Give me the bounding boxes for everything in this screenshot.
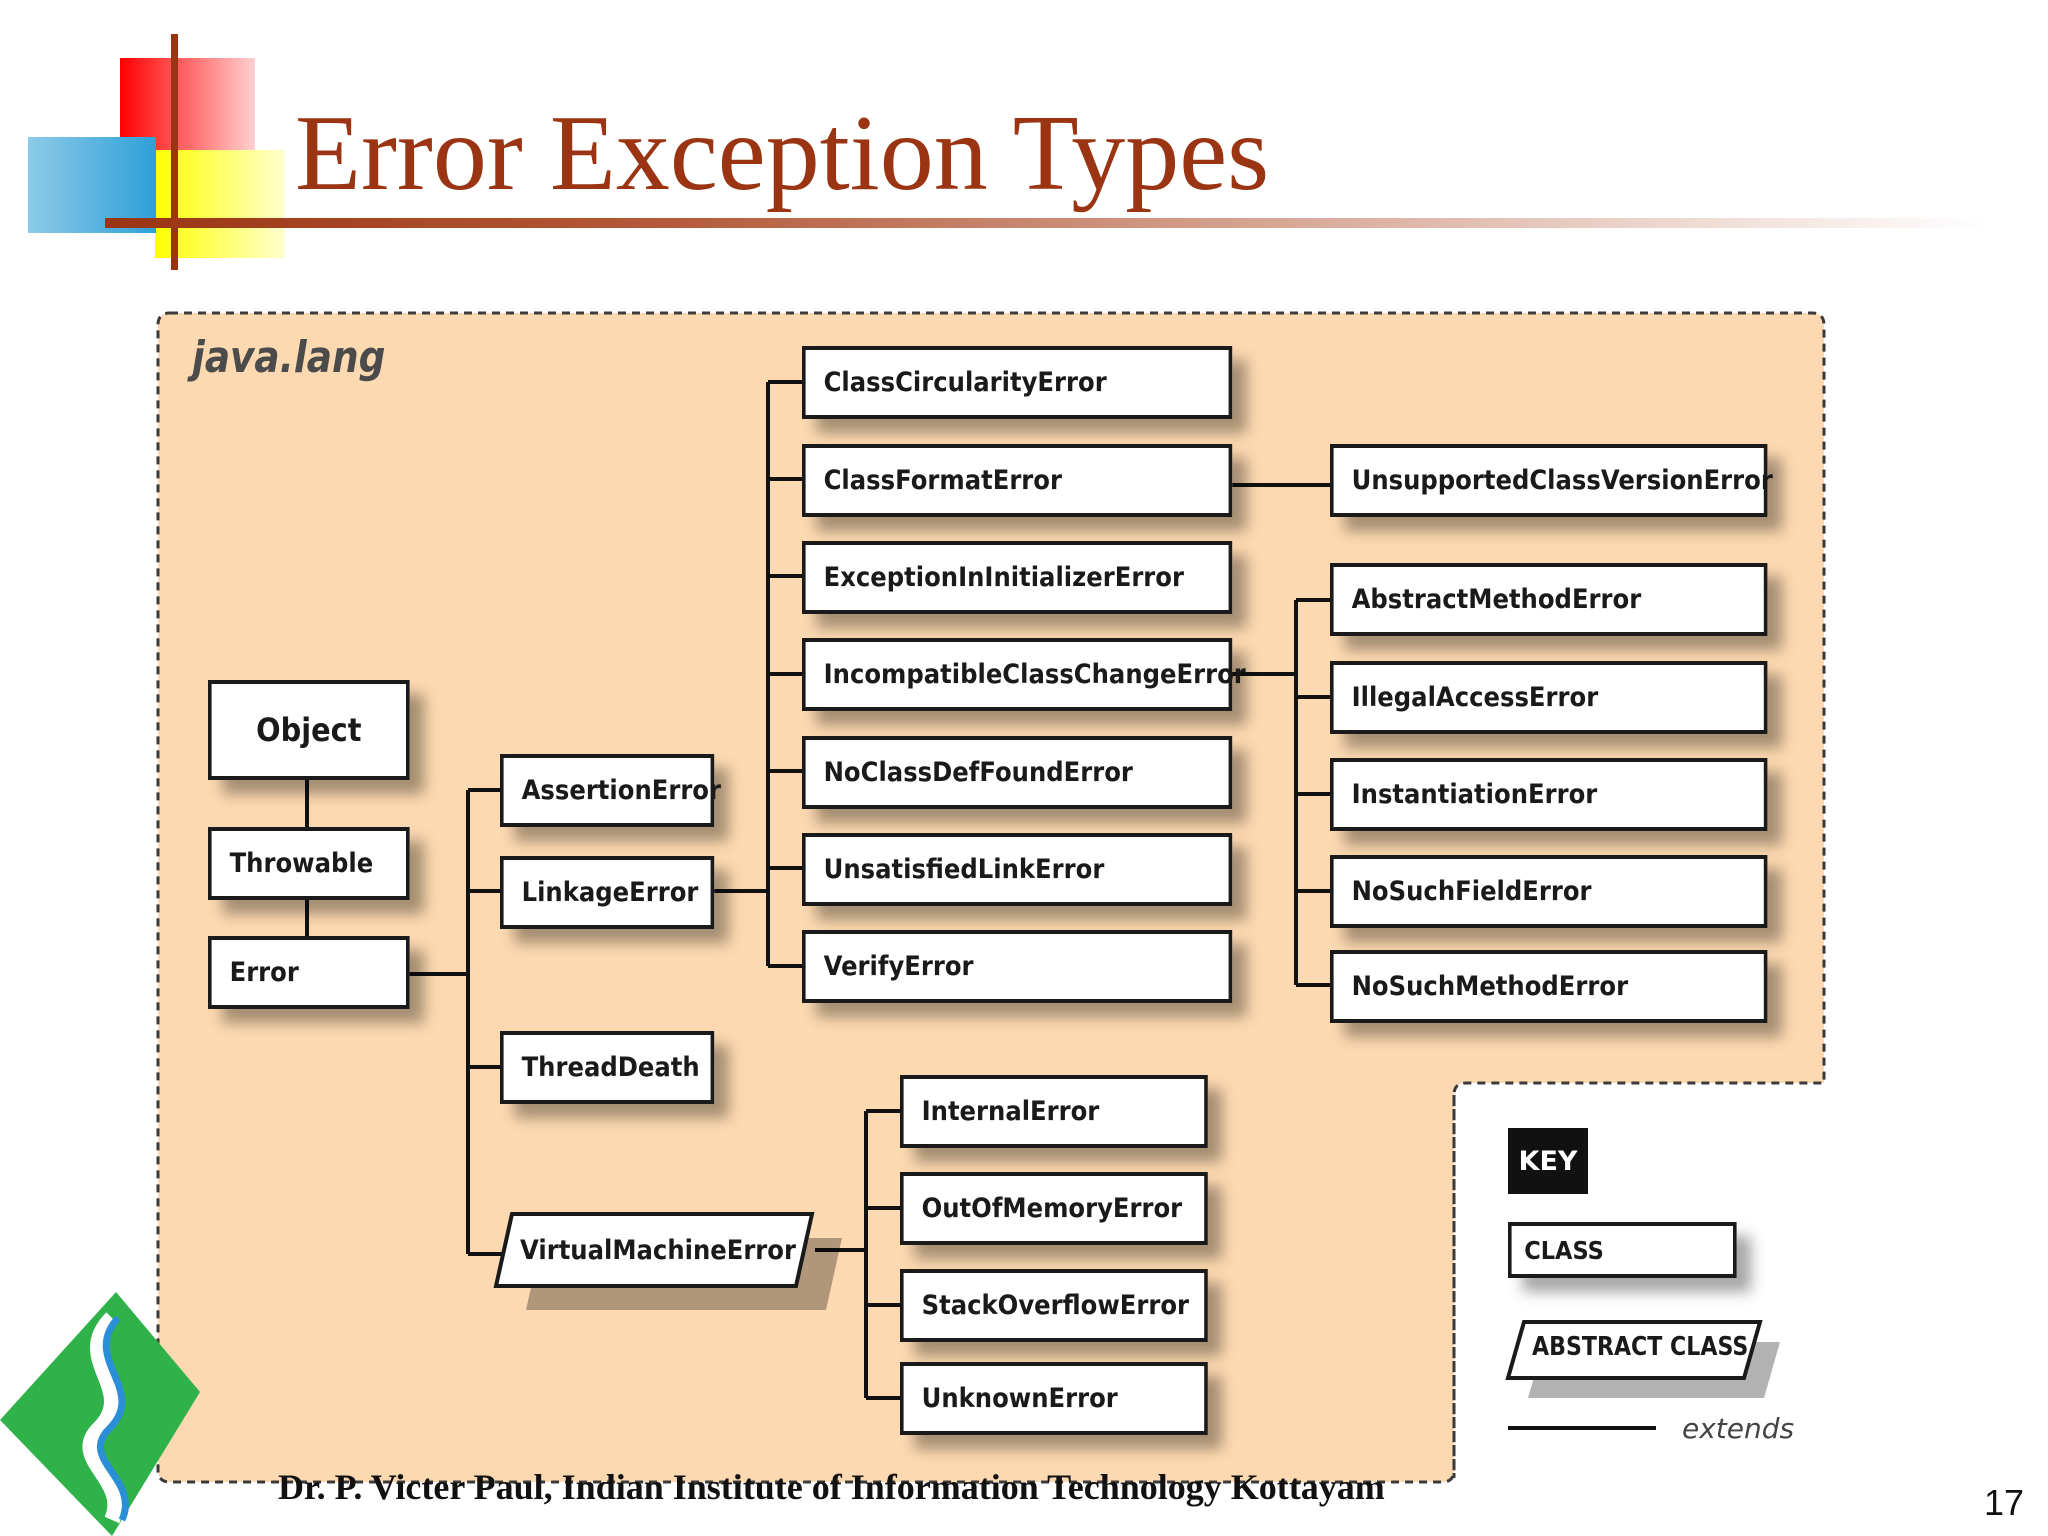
class-circularity-error-node: ClassCircularityError [802, 346, 1233, 419]
title-underline [105, 218, 1985, 228]
throwable-node: Throwable [208, 827, 410, 900]
slide-footer: Dr. P. Victer Paul, Indian Institute of … [278, 1467, 1385, 1507]
illegal-access-error-node: IllegalAccessError [1330, 661, 1768, 734]
slide-title: Error Exception Types [295, 94, 1270, 213]
out-of-memory-error-node: OutOfMemoryError [900, 1172, 1208, 1245]
error-node: Error [208, 936, 410, 1009]
institute-logo [0, 1292, 200, 1536]
package-label: java.lang [192, 332, 386, 383]
key-extends-label: extends [1682, 1412, 1795, 1445]
thread-death-node: ThreadDeath [500, 1031, 715, 1104]
stack-overflow-error-node: StackOverflowError [900, 1269, 1208, 1342]
class-format-error-node: ClassFormatError [802, 444, 1233, 517]
slide-number: 17 [1984, 1482, 2025, 1523]
unsupported-class-version-error-node: UnsupportedClassVersionError [1330, 444, 1773, 517]
unknown-error-node: UnknownError [900, 1362, 1208, 1435]
verify-error-node: VerifyError [802, 930, 1233, 1003]
no-such-field-error-node: NoSuchFieldError [1330, 855, 1768, 928]
key-class-sample: CLASS [1508, 1222, 1737, 1278]
key-badge: KEY [1508, 1128, 1588, 1194]
no-class-def-found-error-node: NoClassDefFoundError [802, 736, 1233, 809]
header-decoration [28, 34, 300, 270]
unsatisfied-link-error-node: UnsatisfiedLinkError [802, 833, 1233, 906]
key-abstract-class-label: ABSTRACT CLASS [1532, 1332, 1749, 1362]
instantiation-error-node: InstantiationError [1330, 758, 1768, 831]
abstract-shapes [493, 1212, 1780, 1398]
object-node: Object [208, 680, 410, 780]
abstract-method-error-node: AbstractMethodError [1330, 563, 1768, 636]
exception-in-initializer-error-node: ExceptionInInitializerError [802, 541, 1233, 614]
internal-error-node: InternalError [900, 1075, 1208, 1148]
assertion-error-node: AssertionError [500, 754, 721, 827]
linkage-error-node: LinkageError [500, 856, 715, 929]
no-such-method-error-node: NoSuchMethodError [1330, 950, 1768, 1023]
incompatible-class-change-error-node: IncompatibleClassChangeError [802, 638, 1246, 711]
virtual-machine-error-node: VirtualMachineError [520, 1234, 796, 1266]
